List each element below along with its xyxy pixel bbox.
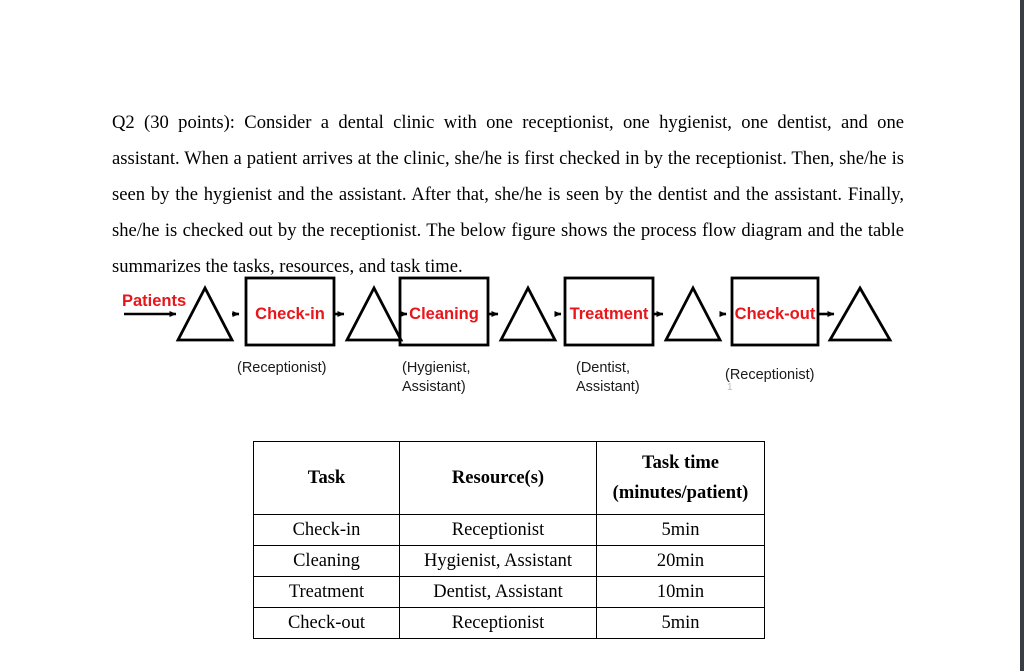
cell-resource: Hygienist, Assistant [399,545,597,577]
table-header-task-time: Task time (minutes/patient) [596,441,765,515]
flow-step-caption-check-out: (Receptionist) [725,367,815,383]
cell-task: Treatment [253,576,400,608]
flow-step-caption-treatment: (Dentist, Assistant) [576,360,640,395]
task-summary-table: Task Resource(s) Task time (minutes/pati… [253,441,765,639]
cell-resource: Dentist, Assistant [399,576,597,608]
table-header-row: Task Resource(s) Task time (minutes/pati… [253,441,765,515]
cell-resource: Receptionist [399,514,597,546]
cell-time: 5min [596,514,765,546]
table-header-resource: Resource(s) [399,441,597,515]
flow-step-label-treatment: Treatment [569,305,649,323]
flow-step-label-check-in: Check-in [255,305,325,323]
table-row: Cleaning Hygienist, Assistant 20min [253,545,765,577]
flow-step-caption-cleaning: (Hygienist, Assistant) [402,360,471,395]
flow-step-label-cleaning: Cleaning [409,305,479,323]
cell-time: 5min [596,607,765,639]
cell-resource: Receptionist [399,607,597,639]
table-header-task-time-line1: Task time [642,453,719,473]
cell-time: 20min [596,545,765,577]
table-row: Check-in Receptionist 5min [253,514,765,546]
patients-input-label: Patients [122,292,187,310]
table-header-task: Task [253,441,400,515]
cell-task: Cleaning [253,545,400,577]
table-row: Treatment Dentist, Assistant 10min [253,576,765,608]
page-right-margin [1002,0,1020,671]
page-right-border [1020,0,1024,671]
table-header-task-time-line2: (minutes/patient) [612,483,749,503]
flow-diagram-shapes [124,276,893,347]
page-number-artifact: 1 [727,382,733,393]
flow-step-label-check-out: Check-out [734,305,816,323]
cell-time: 10min [596,576,765,608]
question-paragraph: Q2 (30 points): Consider a dental clinic… [112,111,904,277]
cell-task: Check-in [253,514,400,546]
flow-step-caption-check-in: (Receptionist) [237,360,327,376]
table-row: Check-out Receptionist 5min [253,607,765,639]
cell-task: Check-out [253,607,400,639]
process-flow-diagram: Patients Check-in Cleaning Treatment Che… [112,266,912,416]
